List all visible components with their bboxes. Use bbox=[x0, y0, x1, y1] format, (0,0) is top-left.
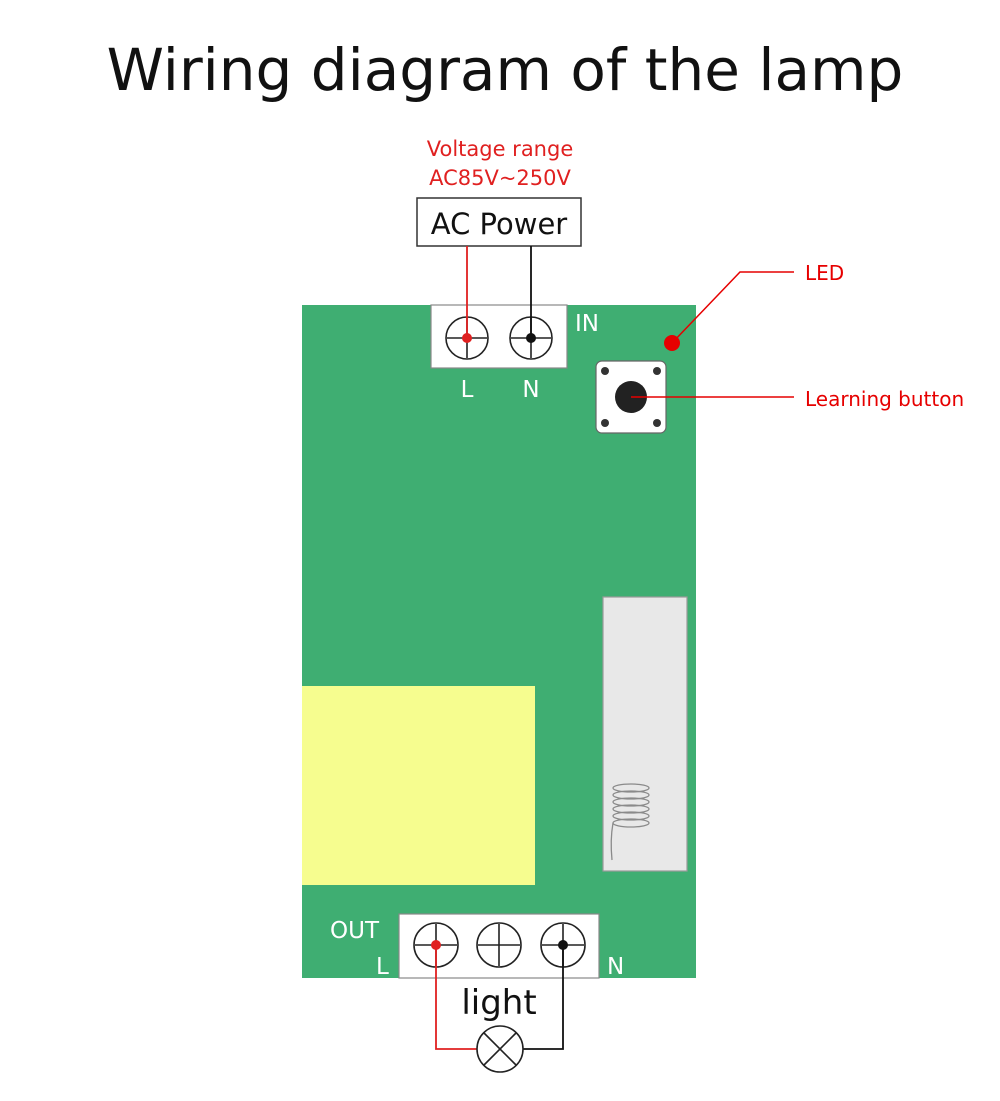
antenna-coil-icon bbox=[610, 783, 650, 861]
input-neutral-dot bbox=[526, 333, 536, 343]
output-out-label: OUT bbox=[330, 918, 380, 944]
lamp-icon bbox=[476, 1025, 524, 1073]
relay-block bbox=[302, 686, 535, 885]
led-callout-line bbox=[671, 271, 794, 344]
input-n-label: N bbox=[522, 377, 539, 403]
antenna-module bbox=[602, 596, 688, 872]
output-n-label: N bbox=[607, 954, 624, 980]
ac-power-box bbox=[416, 197, 582, 247]
input-in-label: IN bbox=[575, 311, 599, 337]
output-l-label: L bbox=[376, 954, 389, 980]
light-label: light bbox=[461, 983, 536, 1023]
voltage-range-value: AC85V~250V bbox=[429, 166, 571, 190]
voltage-range-label: Voltage range bbox=[427, 137, 574, 161]
output-live-wire bbox=[435, 945, 477, 1050]
led-callout-label: LED bbox=[805, 261, 844, 285]
output-neutral-dot bbox=[558, 940, 568, 950]
input-live-dot bbox=[462, 333, 472, 343]
page-title: Wiring diagram of the lamp bbox=[107, 36, 904, 104]
output-neutral-wire bbox=[523, 945, 564, 1050]
learning-button-callout-label: Learning button bbox=[805, 387, 964, 411]
output-screw-middle-icon bbox=[476, 922, 522, 968]
ac-power-label: AC Power bbox=[431, 207, 568, 241]
output-live-dot bbox=[431, 940, 441, 950]
input-l-label: L bbox=[461, 377, 474, 403]
